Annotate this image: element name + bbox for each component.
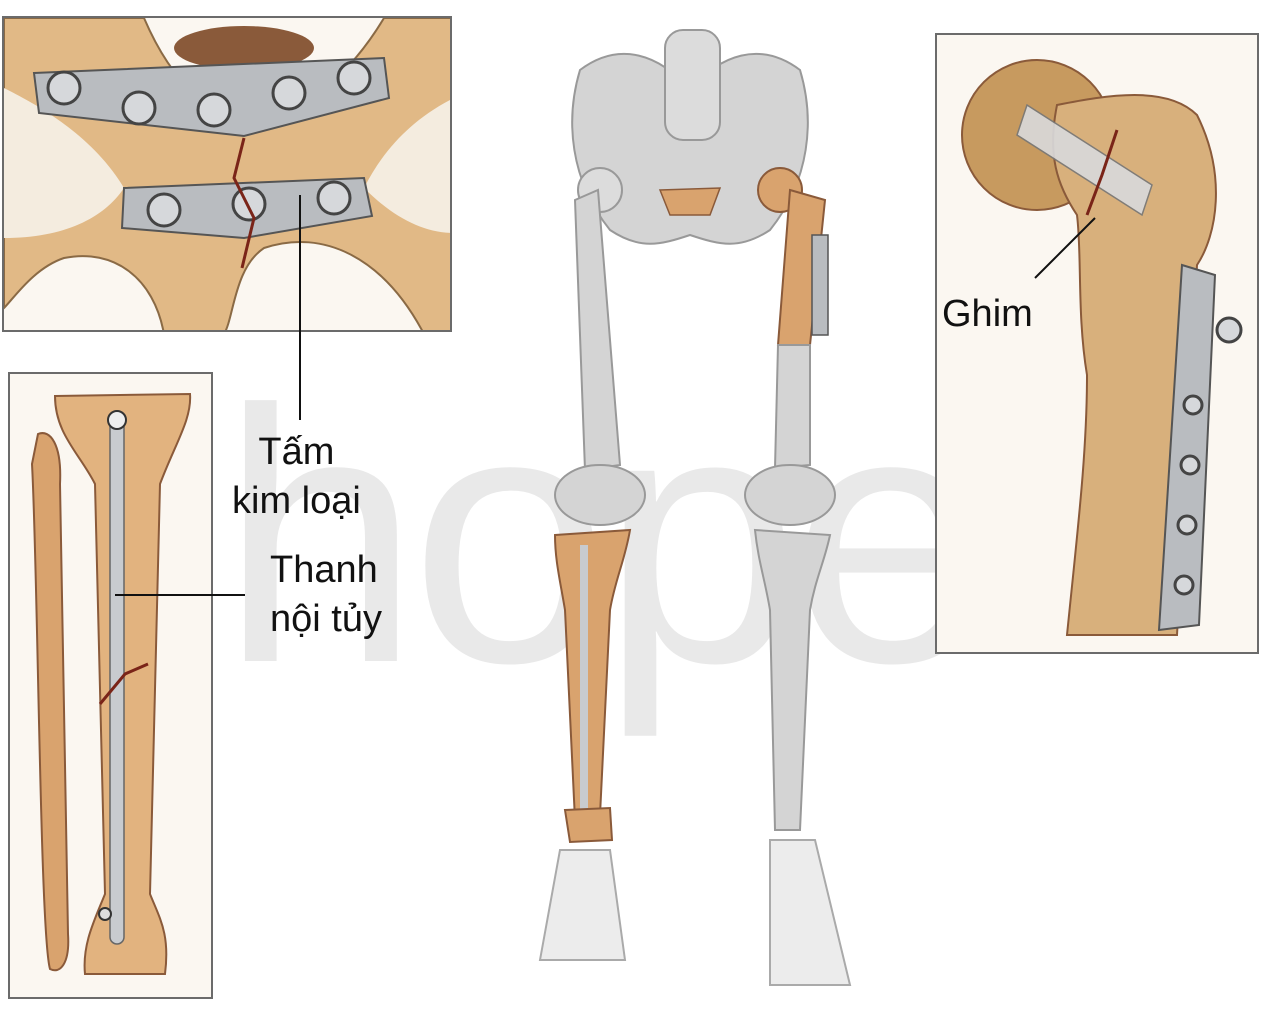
pelvis-plate-illustration — [4, 18, 450, 330]
left-tibia-highlighted — [553, 528, 632, 822]
pin-label: Ghim — [942, 293, 1033, 335]
femur-pin-illustration — [961, 59, 1243, 636]
femur-pin-closeup-panel — [935, 33, 1259, 654]
pelvis-plate-closeup-panel — [2, 16, 452, 332]
metal-plate-label-line1: Tấm — [258, 431, 335, 473]
intramedullary-rod-label: Thanh nội tủy — [270, 546, 382, 645]
intramedullary-rod-label-line2: nội tủy — [270, 598, 382, 641]
spine — [664, 29, 721, 141]
metal-plate-label-line2: kim loại — [232, 480, 361, 523]
right-foot — [769, 839, 852, 986]
left-foot — [538, 849, 627, 961]
left-femur — [573, 188, 622, 472]
right-tibia — [753, 528, 832, 831]
tibia-rod-illustration — [30, 392, 192, 975]
metal-plate-label: Tấm kim loại — [232, 428, 361, 527]
intramedullary-rod-label-line1: Thanh — [270, 549, 378, 591]
pin-callout-line — [1034, 217, 1096, 279]
tibia-rod-closeup-panel — [8, 372, 213, 999]
